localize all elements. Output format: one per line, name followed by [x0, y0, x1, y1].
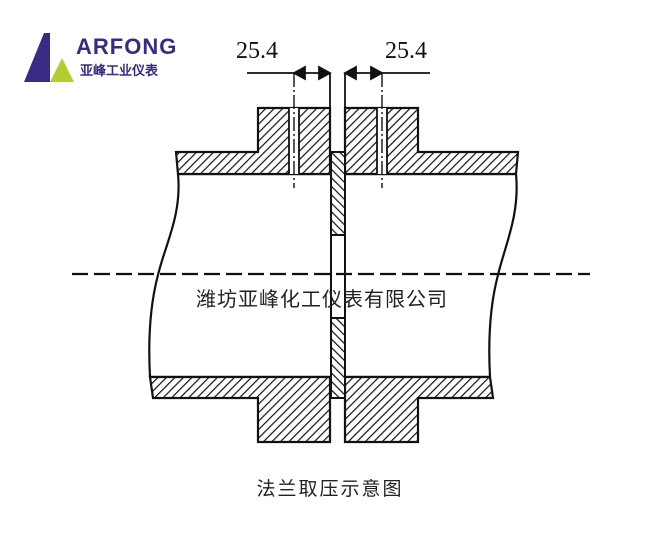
left-lower-flange [148, 375, 332, 444]
pressure-tap-right [376, 73, 388, 188]
pressure-tap-left [288, 73, 300, 188]
company-watermark: 潍坊亚峰化工仪表有限公司 [196, 287, 448, 311]
dimension-label-right: 25.4 [385, 38, 427, 64]
orifice-plate [330, 151, 346, 399]
right-lower-flange [343, 375, 495, 444]
arfong-logo-mark [24, 33, 74, 82]
dimension-lines [247, 65, 430, 108]
right-upper-flange [343, 106, 520, 176]
dimension-label-left: 25.4 [236, 38, 278, 64]
brand-subtitle: 亚峰工业仪表 [80, 64, 159, 79]
left-upper-flange [174, 106, 332, 176]
diagram-caption: 法兰取压示意图 [256, 478, 404, 500]
brand-name: ARFONG [76, 34, 178, 59]
